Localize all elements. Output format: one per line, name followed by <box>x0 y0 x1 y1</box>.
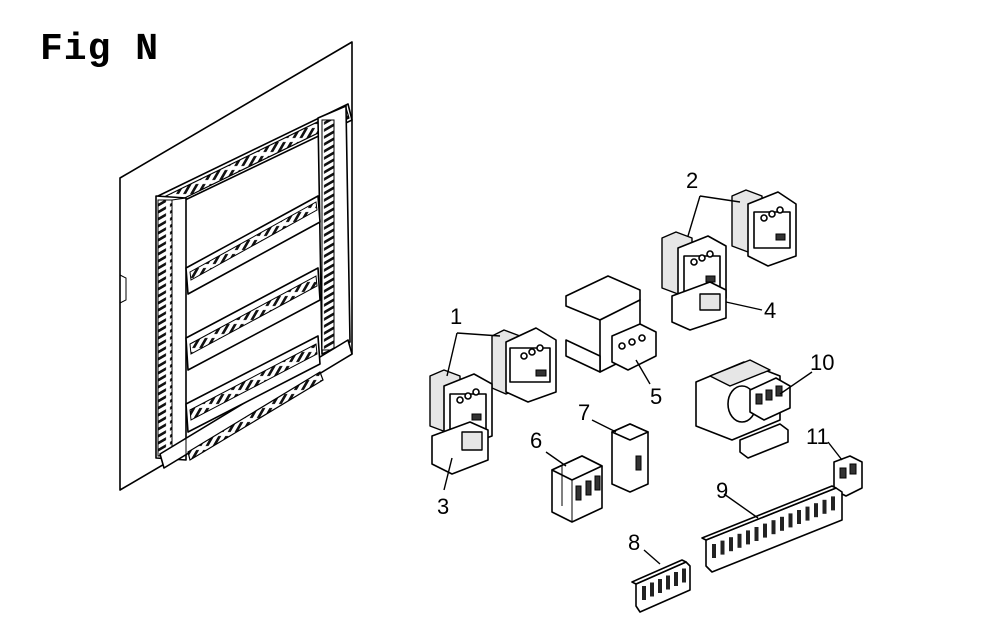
terminal-strip-9 <box>701 485 843 573</box>
label-9: 9 <box>716 478 728 503</box>
terminal-cell <box>658 579 662 593</box>
terminal-cell <box>805 506 810 521</box>
terminal-cell <box>720 540 725 555</box>
label-1: 1 <box>450 304 462 329</box>
label-2: 2 <box>686 168 698 193</box>
circuit-breaker-7 <box>591 419 649 493</box>
terminal-cell <box>831 496 835 511</box>
terminal-cell <box>650 582 654 597</box>
terminal-cell <box>712 544 716 558</box>
figure-title: Fig N <box>40 28 160 71</box>
terminal-cell <box>729 537 733 552</box>
terminal-cell <box>822 499 827 514</box>
label-4: 4 <box>764 298 776 323</box>
terminal-cell <box>642 586 646 600</box>
terminal-cell <box>814 503 818 518</box>
label-3: 3 <box>437 494 449 519</box>
terminal-cell <box>780 516 784 531</box>
terminal-cell <box>754 527 759 541</box>
label-8: 8 <box>628 530 640 555</box>
terminal-cell <box>746 530 750 545</box>
contactor-group-1 <box>429 327 557 491</box>
label-6: 6 <box>530 428 542 453</box>
terminal-cell <box>666 575 670 590</box>
terminal-cell <box>737 533 742 548</box>
label-7: 7 <box>578 400 590 425</box>
label-5: 5 <box>650 384 662 409</box>
wire-duct-frame <box>155 103 353 469</box>
terminal-cell <box>763 523 767 538</box>
label-11: 11 <box>806 424 829 449</box>
terminal-cell <box>771 520 776 535</box>
contactor-group-2 <box>661 189 797 331</box>
terminal-cell <box>797 510 801 524</box>
mounting-bracket-5 <box>565 275 657 385</box>
circuit-breaker-6 <box>545 451 603 523</box>
terminal-11 <box>827 441 863 497</box>
terminal-cell <box>682 568 686 583</box>
terminal-cell <box>788 513 793 528</box>
label-10: 10 <box>810 350 834 375</box>
transformer-10 <box>695 359 813 459</box>
terminal-strip-8 <box>631 549 691 613</box>
terminal-cell <box>674 572 678 586</box>
